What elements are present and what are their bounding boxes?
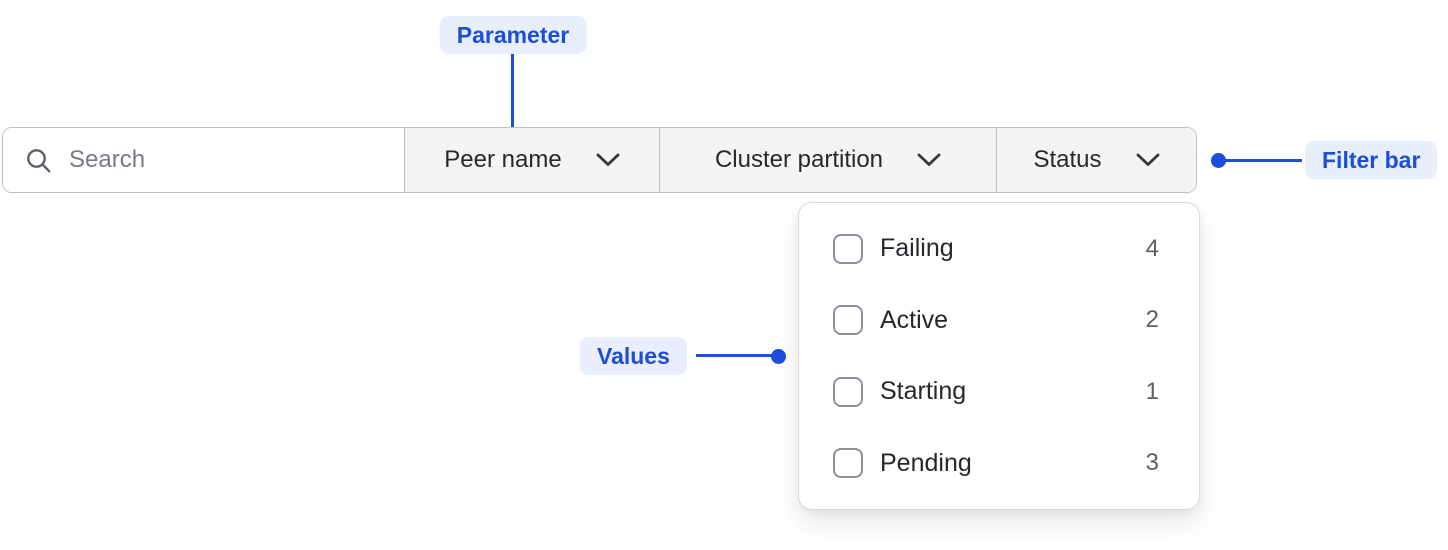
filter-parameter-peer-name[interactable]: Peer name <box>404 128 659 192</box>
filter-parameter-status[interactable]: Status <box>996 128 1196 192</box>
status-option-count: 3 <box>1145 449 1159 477</box>
filter-bar-connector-dot <box>1211 153 1226 168</box>
status-option-row[interactable]: Pending 3 <box>799 428 1199 500</box>
search-field[interactable] <box>3 128 404 192</box>
values-annotation-badge: Values <box>580 337 687 375</box>
status-option-label: Active <box>880 305 949 334</box>
parameter-connector-line <box>511 54 514 137</box>
status-option-row[interactable]: Failing 4 <box>799 213 1199 285</box>
filter-parameter-label: Peer name <box>444 146 562 173</box>
filter-parameter-cluster-partition[interactable]: Cluster partition <box>659 128 996 192</box>
filter-parameter-label: Status <box>1033 146 1102 173</box>
chevron-down-icon <box>596 153 620 166</box>
values-connector-dot <box>771 349 786 364</box>
status-dropdown-panel: Failing 4 Active 2 Starting 1 Pending 3 <box>798 202 1200 510</box>
status-option-row[interactable]: Starting 1 <box>799 356 1199 428</box>
values-connector-line <box>696 354 772 357</box>
status-option-label: Pending <box>880 448 972 477</box>
status-option-count: 4 <box>1145 234 1159 262</box>
status-option-count: 1 <box>1145 377 1159 405</box>
checkbox[interactable] <box>833 376 863 407</box>
filter-bar: Peer name Cluster partition Status <box>2 127 1197 193</box>
search-icon <box>27 148 51 172</box>
checkbox[interactable] <box>833 448 863 479</box>
filter-parameter-label: Cluster partition <box>714 146 884 173</box>
search-input[interactable] <box>69 146 404 174</box>
status-option-row[interactable]: Active 2 <box>799 285 1199 357</box>
chevron-down-icon <box>917 153 941 166</box>
status-option-count: 2 <box>1145 306 1159 334</box>
parameter-annotation-badge: Parameter <box>439 16 587 54</box>
filter-bar-connector-line <box>1222 159 1302 162</box>
checkbox[interactable] <box>833 305 863 336</box>
filter-bar-annotation-badge: Filter bar <box>1305 141 1438 179</box>
status-option-label: Failing <box>880 234 954 263</box>
checkbox[interactable] <box>833 233 863 264</box>
status-option-label: Starting <box>880 377 967 406</box>
chevron-down-icon <box>1136 153 1159 166</box>
